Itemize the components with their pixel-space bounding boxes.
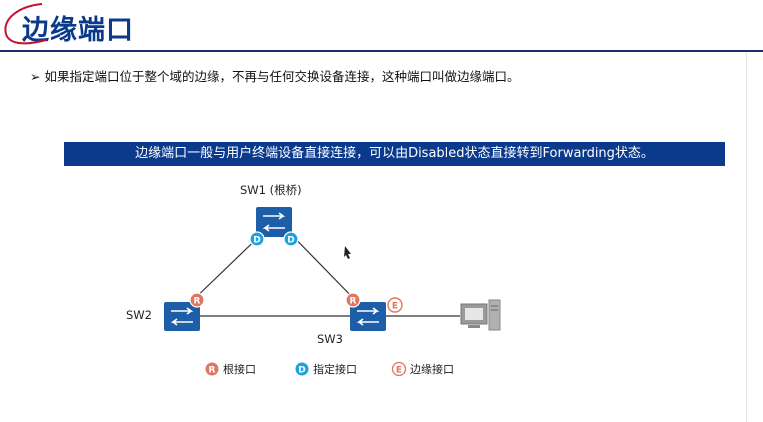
svg-text:R: R	[209, 366, 216, 376]
badge-sw1-d-left: D	[249, 231, 265, 247]
switch-sw2-icon	[164, 302, 200, 331]
badge-sw1-d-right: D	[283, 231, 299, 247]
svg-text:边缘接口: 边缘接口	[410, 363, 454, 376]
svg-text:根接口: 根接口	[223, 362, 256, 376]
label-sw3: SW3	[317, 332, 343, 346]
badge-sw3-e: E	[387, 297, 403, 313]
label-sw2: SW2	[126, 308, 152, 322]
svg-text:E: E	[396, 366, 402, 376]
legend-root: R 根接口	[205, 362, 256, 376]
svg-text:D: D	[287, 236, 294, 246]
legend-designated: D 指定接口	[295, 362, 357, 376]
svg-text:R: R	[350, 297, 357, 307]
svg-text:D: D	[298, 366, 305, 376]
cursor-icon	[344, 246, 351, 259]
banner: 边缘端口一般与用户终端设备直接连接，可以由Disabled状态直接转到Forwa…	[64, 142, 725, 166]
pc-icon	[460, 299, 501, 331]
bullet-content: 如果指定端口位于整个域的边缘，不再与任何交换设备连接，这种端口叫做边缘端口。	[44, 69, 520, 84]
switch-sw1-icon	[256, 207, 292, 237]
svg-text:指定接口: 指定接口	[313, 362, 357, 376]
badge-sw3-r: R	[345, 292, 361, 308]
svg-text:D: D	[253, 236, 260, 246]
svg-text:E: E	[392, 302, 398, 312]
legend-edge: E 边缘接口	[391, 361, 454, 377]
switch-sw3-icon	[350, 302, 386, 331]
title-divider	[0, 50, 763, 52]
svg-text:R: R	[194, 297, 201, 307]
label-sw1: SW1 (根桥)	[240, 183, 302, 197]
bullet-text: ➢如果指定端口位于整个域的边缘，不再与任何交换设备连接，这种端口叫做边缘端口。	[30, 66, 520, 85]
badge-sw2-r: R	[189, 292, 205, 308]
bullet-arrow-icon: ➢	[30, 69, 41, 84]
pen-annotation-icon	[4, 3, 47, 45]
scrollbar[interactable]	[746, 52, 763, 422]
